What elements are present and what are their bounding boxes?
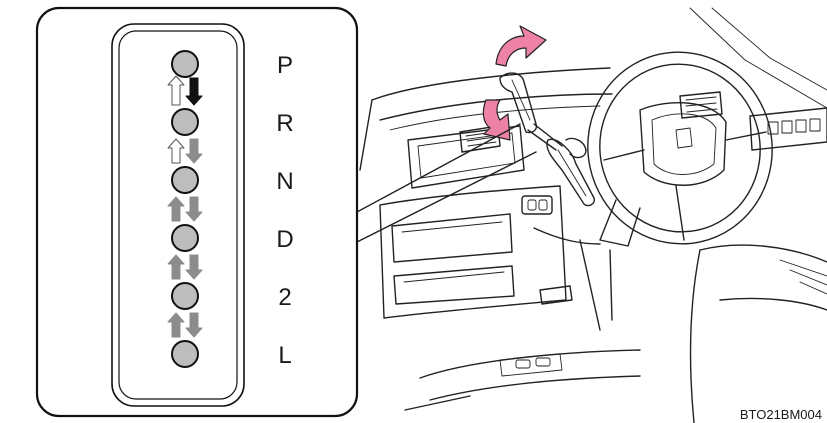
gear-position-l-marker (172, 341, 198, 367)
gear-position-n-marker (172, 167, 198, 193)
gear-position-2-label: 2 (278, 284, 291, 311)
lever-shift-arrow (483, 100, 510, 140)
gear-position-r-label: R (276, 110, 293, 137)
gear-position-p-label: P (277, 52, 293, 79)
gear-position-n-label: N (276, 168, 293, 195)
callout-line-top (357, 124, 520, 212)
gear-position-d-label: D (276, 226, 293, 253)
gear-position-2-marker (172, 283, 198, 309)
shift-gate-callout: P R N D 2L (37, 8, 536, 416)
gear-position-r-marker (172, 109, 198, 135)
lever-pull-arrow (496, 26, 546, 66)
figure-code: BTO21BM004 (740, 407, 822, 422)
gear-position-p-marker (172, 51, 198, 77)
gear-position-l-label: L (278, 342, 291, 369)
gear-position-d-marker (172, 225, 198, 251)
dashboard-illustration (360, 8, 827, 423)
